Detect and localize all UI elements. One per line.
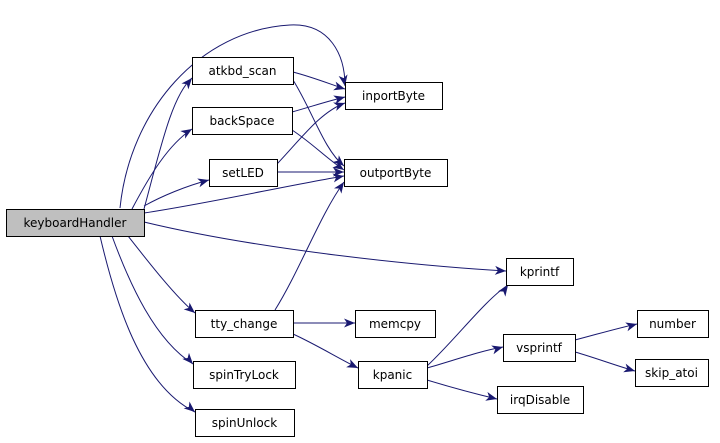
call-edge-setLED-to-inportByte	[276, 102, 346, 165]
arrowhead-icon	[346, 359, 358, 368]
arrowhead-icon	[180, 129, 192, 139]
call-edge-atkbd_scan-to-inportByte	[292, 71, 346, 91]
call-edge-keyboardHandler-to-atkbd_scan	[143, 77, 193, 210]
call-graph-node-spinUnlock[interactable]: spinUnlock	[195, 409, 295, 437]
node-layer: keyboardHandler atkbd_scan inportByte backS…	[6, 57, 709, 437]
arrowhead-icon	[332, 155, 344, 166]
edge-line	[143, 179, 210, 207]
call-edge-backSpace-to-outportByte	[291, 129, 345, 171]
arrowhead-icon	[494, 265, 506, 275]
arrowhead-icon	[485, 391, 497, 401]
edge-line	[292, 333, 359, 369]
arrowhead-icon	[181, 78, 192, 90]
arrowhead-icon	[344, 318, 355, 328]
arrowhead-icon	[333, 81, 345, 91]
edge-line	[426, 284, 509, 367]
call-edge-keyboardHandler-to-spinTryLock	[111, 235, 194, 365]
edge-line	[99, 235, 196, 413]
node-box[interactable]	[192, 57, 294, 85]
call-edge-kpanic-to-vsprintf	[426, 345, 504, 369]
arrowhead-icon	[333, 95, 345, 105]
call-edge-tty_change-to-memcpy	[293, 318, 355, 328]
call-graph-node-atkbd_scan[interactable]: atkbd_scan	[192, 57, 294, 85]
node-box[interactable]	[635, 359, 709, 387]
arrowhead-icon	[183, 302, 195, 313]
node-box[interactable]	[497, 386, 584, 414]
edge-line	[291, 129, 345, 171]
call-edge-kpanic-to-kprintf	[426, 284, 509, 367]
arrowhead-icon	[334, 182, 344, 194]
edge-line	[131, 128, 193, 210]
call-edge-tty_change-to-outportByte	[274, 181, 345, 311]
edge-line	[426, 379, 498, 400]
call-graph-node-backSpace[interactable]: backSpace	[192, 107, 293, 135]
edge-line	[574, 323, 638, 341]
call-edge-keyboardHandler-to-setLED	[143, 178, 210, 207]
node-box[interactable]	[506, 258, 574, 286]
call-edge-vsprintf-to-number	[574, 322, 638, 341]
call-edge-keyboardHandler-to-spinUnlock	[99, 235, 196, 413]
arrowhead-icon	[197, 178, 209, 188]
node-box[interactable]	[344, 159, 448, 187]
edge-line	[111, 235, 194, 365]
node-box[interactable]	[358, 361, 428, 389]
arrowhead-icon	[183, 401, 195, 412]
call-graph-node-memcpy[interactable]: memcpy	[355, 310, 436, 338]
call-graph-node-setLED[interactable]: setLED	[209, 159, 278, 187]
call-edge-vsprintf-to-skip_atoi	[574, 351, 636, 373]
arrowhead-icon	[498, 285, 508, 297]
node-box[interactable]	[637, 310, 709, 338]
call-graph-node-skip_atoi[interactable]: skip_atoi	[635, 359, 709, 387]
call-graph-node-kprintf[interactable]: kprintf	[506, 258, 574, 286]
call-edge-keyboardHandler-to-outportByte	[143, 173, 345, 214]
edge-line	[143, 175, 345, 214]
call-edge-keyboardHandler-to-tty_change	[127, 235, 196, 314]
call-graph-node-tty_change[interactable]: tty_change	[195, 310, 294, 338]
call-graph-node-vsprintf[interactable]: vsprintf	[503, 334, 576, 362]
arrowhead-icon	[332, 173, 344, 183]
arrowhead-icon	[491, 345, 503, 355]
node-box[interactable]	[195, 310, 294, 338]
call-edge-backSpace-to-inportByte	[291, 95, 346, 113]
call-graph-node-number[interactable]: number	[637, 310, 709, 338]
node-box[interactable]	[192, 107, 293, 135]
call-graph-node-irqDisable[interactable]: irqDisable	[497, 386, 584, 414]
call-edge-atkbd_scan-to-outportByte	[292, 79, 345, 167]
node-box[interactable]	[355, 310, 436, 338]
node-box[interactable]	[503, 334, 576, 362]
edge-line	[143, 77, 193, 210]
node-box[interactable]	[193, 361, 296, 389]
edge-layer	[99, 24, 638, 413]
call-edge-tty_change-to-kpanic	[292, 333, 359, 369]
call-edge-setLED-to-outportByte	[277, 167, 344, 177]
call-graph-node-keyboardHandler[interactable]: keyboardHandler	[6, 209, 145, 237]
arrowhead-icon	[623, 363, 635, 373]
arrowhead-icon	[333, 102, 345, 111]
arrowhead-icon	[182, 352, 193, 364]
edge-line	[119, 24, 346, 209]
call-edge-keyboardHandler-to-kprintf	[143, 221, 507, 275]
edge-line	[143, 221, 507, 272]
edge-line	[274, 181, 345, 311]
node-box[interactable]	[209, 159, 278, 187]
edge-line	[292, 79, 345, 167]
edge-line	[127, 235, 196, 314]
node-box[interactable]	[345, 82, 443, 110]
call-edge-kpanic-to-irqDisable	[426, 379, 498, 401]
node-box[interactable]	[6, 209, 145, 237]
edge-line	[574, 351, 636, 372]
call-graph-node-kpanic[interactable]: kpanic	[358, 361, 428, 389]
call-graph-node-outportByte[interactable]: outportByte	[344, 159, 448, 187]
call-graph-node-spinTryLock[interactable]: spinTryLock	[193, 361, 296, 389]
arrowhead-icon	[332, 160, 344, 170]
arrowhead-icon	[625, 322, 637, 332]
edge-line	[426, 346, 504, 369]
arrowhead-icon	[333, 167, 344, 177]
node-box[interactable]	[195, 409, 295, 437]
call-graph-node-inportByte[interactable]: inportByte	[345, 82, 443, 110]
call-edge-keyboardHandler-to-backSpace	[131, 128, 193, 210]
